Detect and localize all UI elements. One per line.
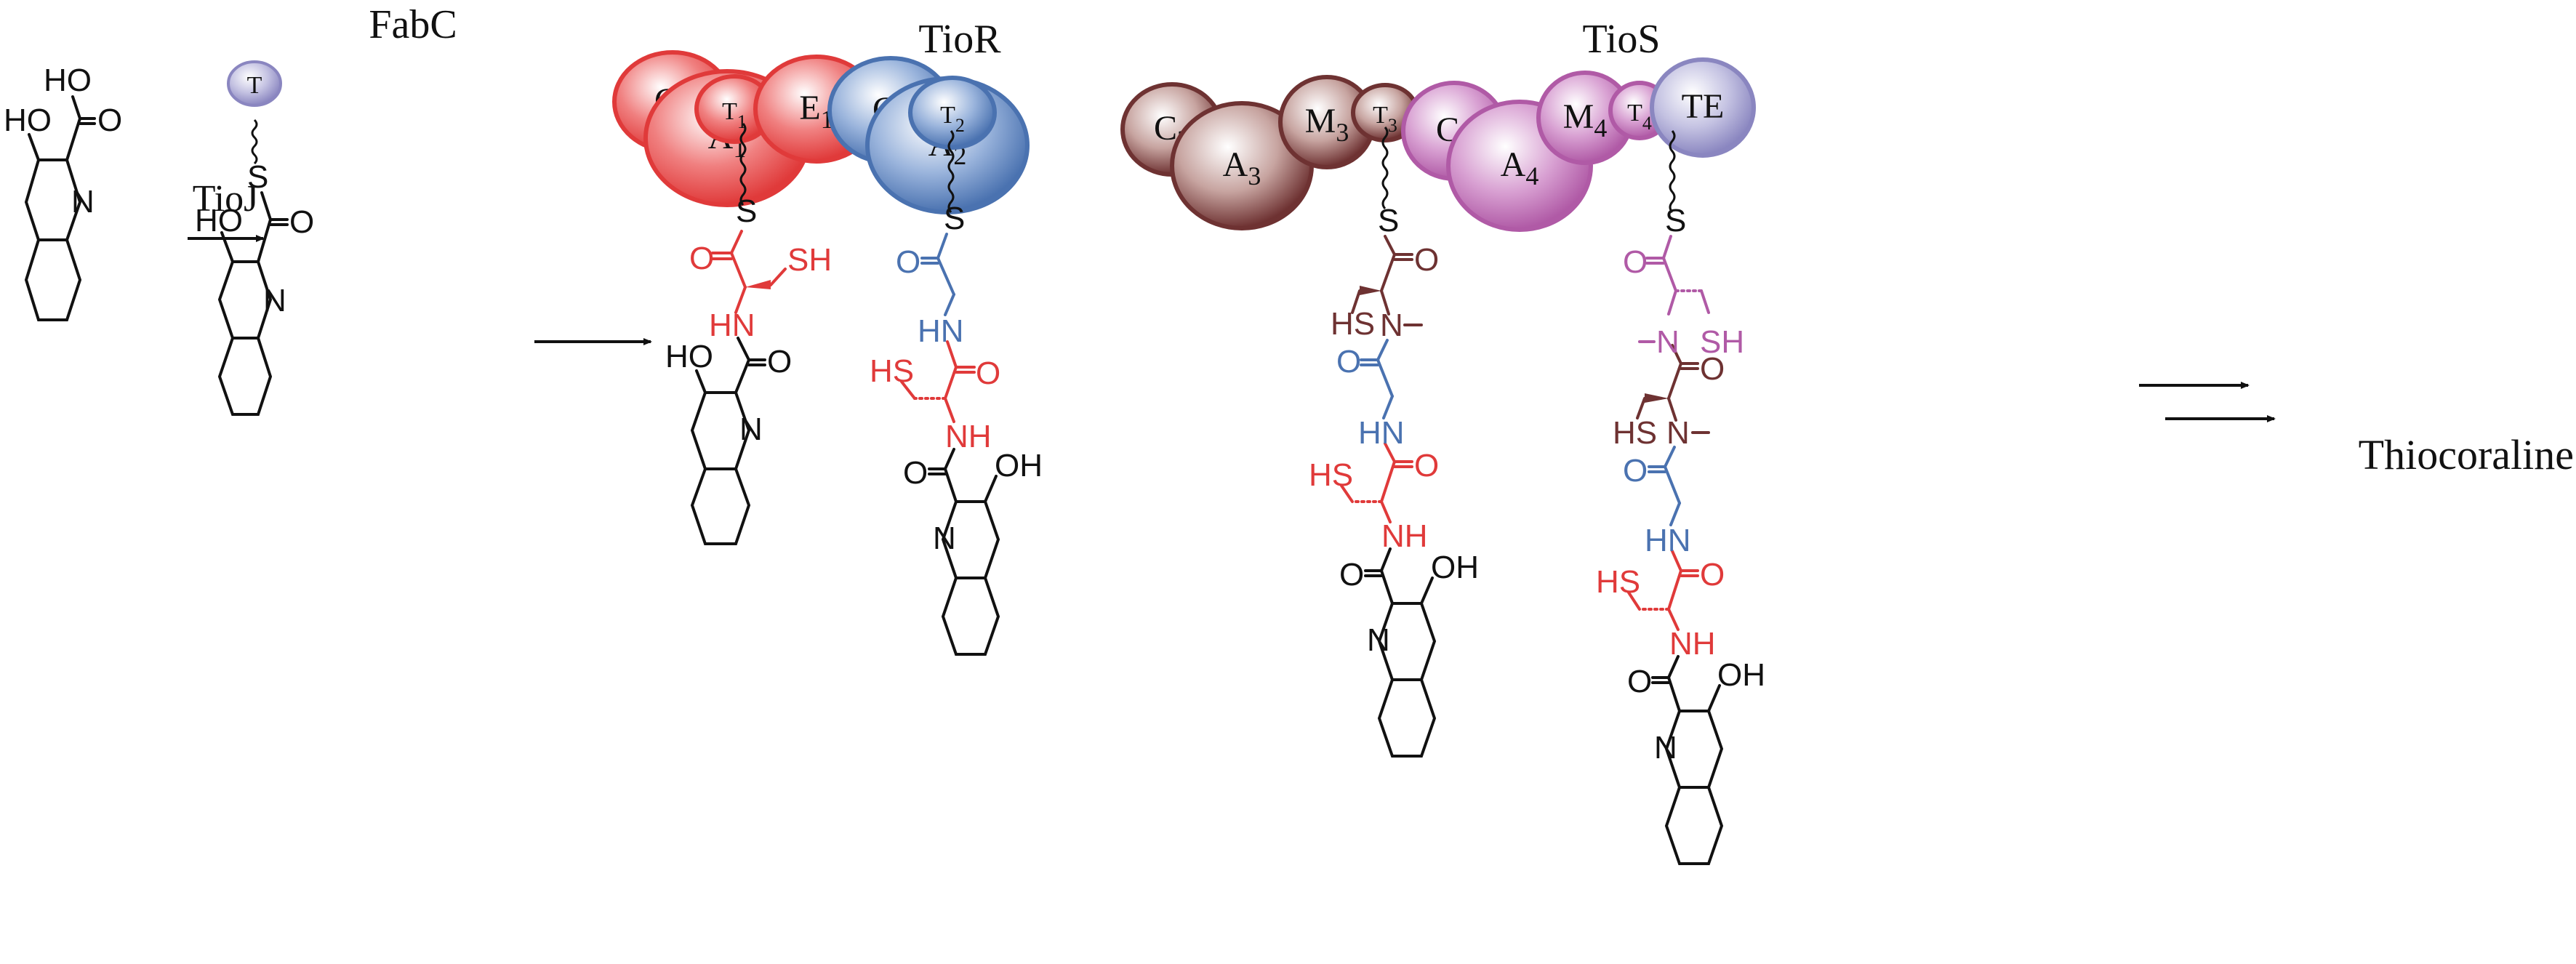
t3-oh: OH	[1431, 550, 1479, 585]
t3-linker	[1381, 126, 1389, 209]
t3-s: S	[1378, 203, 1399, 238]
t3-chain	[1340, 235, 1437, 758]
t4-o3: O	[1623, 453, 1648, 489]
t2-n: N	[933, 521, 956, 556]
t1-o2: O	[767, 344, 792, 379]
t2-chain	[900, 233, 1000, 656]
t1-linker	[739, 123, 747, 206]
t2-hn: HN	[918, 313, 964, 349]
fabc-s: S	[247, 159, 268, 195]
start-molecule	[24, 95, 96, 321]
domain-label: TE	[1682, 87, 1725, 126]
tior-title: TioR	[918, 17, 1001, 62]
t4-sh: SH	[1700, 324, 1744, 360]
t3-hs: HS	[1331, 306, 1375, 342]
tios-title: TioS	[1583, 17, 1661, 62]
domain-te: TE	[1650, 57, 1756, 158]
t3-o: O	[1414, 242, 1439, 278]
start-ho-2: HO	[4, 103, 52, 138]
t3-n: N	[1380, 308, 1403, 343]
t4-s: S	[1665, 203, 1686, 238]
t4-hs: HS	[1613, 415, 1657, 451]
t4-o4: O	[1700, 557, 1725, 593]
t4-n3: N	[1654, 730, 1677, 766]
fabc-linker	[251, 119, 258, 165]
domain-sphere	[908, 76, 997, 150]
t4-hn: HN	[1645, 523, 1691, 558]
t3-n2: N	[1367, 622, 1390, 658]
start-o: O	[97, 103, 122, 138]
fabc-title: FabC	[369, 2, 457, 47]
t4-chain	[1627, 235, 1724, 865]
fabc-t-domain	[227, 60, 282, 107]
t3-o4: O	[1339, 557, 1364, 593]
t4-o2: O	[1700, 351, 1725, 387]
t4-nh: NH	[1669, 626, 1716, 662]
tios-module: C3A3M3T3C4A4M4T4TE	[1120, 57, 1756, 232]
tioj-label: TioJ	[193, 178, 259, 220]
t1-n: N	[739, 411, 763, 447]
product-label: Thiocoraline	[2359, 431, 2574, 478]
fabc-n: N	[263, 283, 286, 318]
t2-nh: NH	[945, 419, 992, 454]
fabc-molecule	[217, 191, 289, 416]
t1-sh: SH	[787, 242, 832, 278]
t1-o: O	[689, 241, 714, 276]
t1-chain	[690, 230, 787, 545]
t4-hs2: HS	[1596, 564, 1640, 600]
domain-sphere	[1650, 57, 1756, 158]
t2-hs: HS	[870, 353, 914, 389]
fabc-o: O	[289, 204, 314, 240]
t2-s: S	[944, 201, 965, 236]
t4-linker	[1669, 130, 1676, 213]
t4-n2: N	[1666, 415, 1690, 451]
start-n: N	[71, 184, 95, 220]
t4-o5: O	[1627, 664, 1652, 699]
t2-o: O	[896, 244, 920, 280]
t4-n: N	[1656, 324, 1680, 360]
t3-hs2: HS	[1309, 457, 1353, 493]
t2-oh: OH	[995, 448, 1043, 483]
domain-t2: T2	[908, 76, 997, 150]
tior-module: C1A1T1E1C2A2T2	[612, 50, 1030, 214]
t3-hn: HN	[1358, 415, 1405, 451]
t3-o2: O	[1336, 344, 1361, 379]
t4-oh: OH	[1717, 657, 1765, 693]
fabc-ho: HO	[195, 203, 243, 238]
domain-m3: M3	[1278, 75, 1376, 169]
t1-s: S	[736, 193, 757, 229]
domain-m4: M4	[1536, 71, 1634, 165]
fabc-t-label: T	[247, 72, 262, 99]
t2-o2: O	[976, 356, 1000, 391]
t1-ho: HO	[665, 339, 713, 374]
t2-o3: O	[903, 455, 928, 491]
t2-linker	[947, 130, 955, 213]
t3-o3: O	[1414, 448, 1439, 483]
t1-hn: HN	[709, 308, 755, 343]
t3-nh: NH	[1381, 518, 1428, 554]
start-ho-1: HO	[44, 63, 92, 98]
t4-o: O	[1623, 244, 1648, 280]
